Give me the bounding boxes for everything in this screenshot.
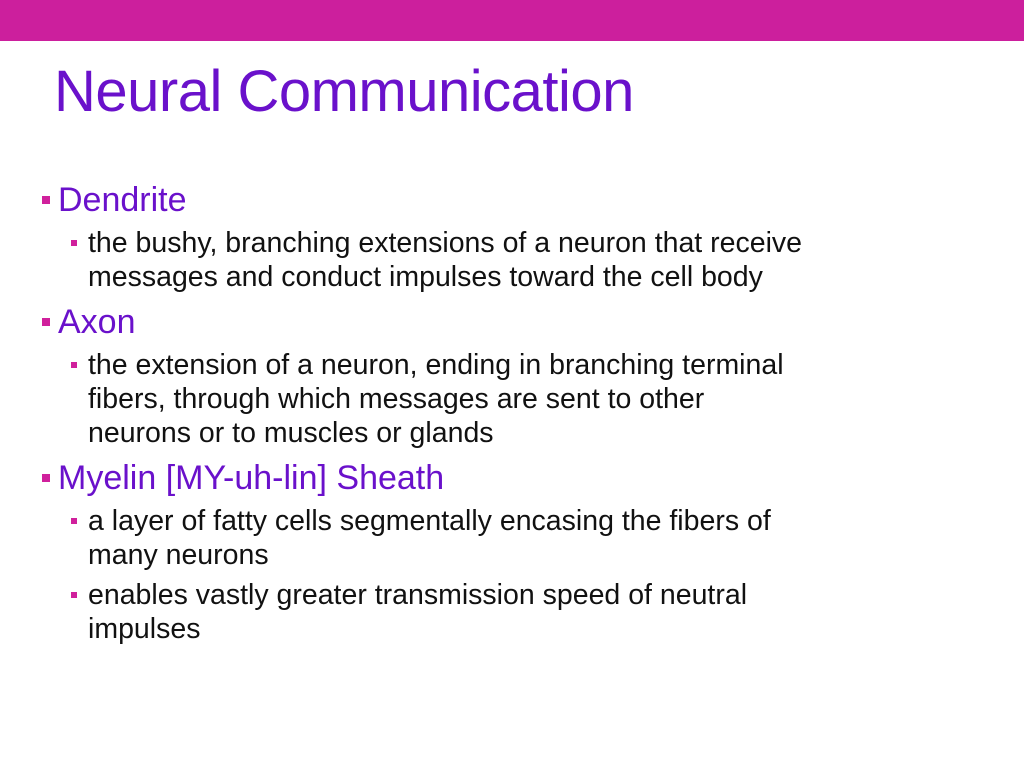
sub-list-dendrite: the bushy, branching extensions of a neu… [34, 226, 994, 294]
sub-bullet-line: the extension of a neuron, ending in bra… [88, 349, 784, 381]
square-bullet-icon [42, 196, 50, 204]
sub-bullet-line: impulses [88, 613, 201, 645]
sub-bullet-line: a layer of fatty cells segmentally encas… [88, 505, 771, 537]
sub-bullet: a layer of fatty cells segmentally encas… [68, 504, 994, 572]
bullet-dendrite: Dendrite [34, 178, 994, 222]
bullet-heading: Myelin [MY-uh-lin] Sheath [58, 459, 445, 497]
slide-content: Dendrite the bushy, branching extensions… [34, 178, 994, 652]
sub-bullet-line: messages and conduct impulses toward the… [88, 261, 763, 293]
sub-bullet-line: fibers, through which messages are sent … [88, 383, 705, 415]
sub-bullet: enables vastly greater transmission spee… [68, 578, 994, 646]
bullet-myelin-sheath: Myelin [MY-uh-lin] Sheath [34, 456, 994, 500]
square-bullet-icon [71, 240, 77, 246]
slide-title: Neural Communication [54, 59, 634, 124]
sub-bullet-line: many neurons [88, 539, 269, 571]
square-bullet-icon [42, 318, 50, 326]
sub-list-axon: the extension of a neuron, ending in bra… [34, 348, 994, 450]
square-bullet-icon [42, 474, 50, 482]
bullet-heading: Axon [58, 303, 136, 341]
top-accent-bar [0, 0, 1024, 41]
sub-bullet: the extension of a neuron, ending in bra… [68, 348, 994, 450]
sub-bullet-line: neurons or to muscles or glands [88, 417, 494, 449]
bullet-axon: Axon [34, 300, 994, 344]
square-bullet-icon [71, 592, 77, 598]
sub-list-myelin-sheath: a layer of fatty cells segmentally encas… [34, 504, 994, 646]
sub-bullet-line: enables vastly greater transmission spee… [88, 579, 748, 611]
square-bullet-icon [71, 362, 77, 368]
bullet-heading: Dendrite [58, 181, 187, 219]
sub-bullet: the bushy, branching extensions of a neu… [68, 226, 994, 294]
square-bullet-icon [71, 518, 77, 524]
sub-bullet-line: the bushy, branching extensions of a neu… [88, 227, 803, 259]
